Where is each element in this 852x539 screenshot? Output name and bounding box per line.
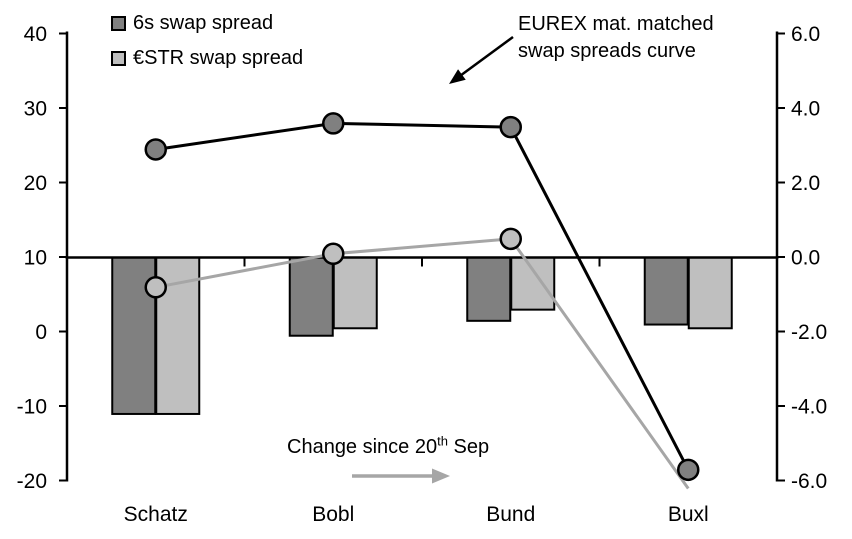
bar-6s-buxl — [643, 256, 689, 326]
legend-swatch-estr — [111, 50, 126, 66]
category-label-bund: Bund — [486, 503, 535, 526]
legend-swatch-6s — [111, 15, 126, 31]
change-annotation: Change since 20th Sep — [287, 433, 490, 459]
change-annotation-sup: th — [437, 433, 448, 449]
legend-item-6s: 6s swap spread — [111, 11, 303, 35]
right-axis-tick-label: 4.0 — [791, 98, 820, 121]
series-marker-estr-bund — [499, 227, 522, 251]
legend-label-6s: 6s swap spread — [133, 11, 274, 34]
right-axis-tick-label: -6.0 — [791, 470, 827, 493]
right-axis-tick-label: 6.0 — [791, 23, 820, 46]
change-annotation-suffix: Sep — [447, 436, 490, 458]
left-axis-tick-label: 10 — [24, 247, 47, 270]
bar-estr-buxl — [687, 256, 733, 330]
series-marker-estr-schatz — [144, 276, 167, 299]
series-marker-6s-bobl — [322, 112, 345, 135]
series-marker-estr-bobl — [322, 242, 345, 266]
bar-estr-bobl — [332, 256, 378, 330]
series-marker-6s-buxl — [677, 458, 700, 482]
category-label-schatz: Schatz — [124, 503, 188, 526]
left-axis-tick-label: -10 — [17, 396, 47, 419]
right-axis-tick-label: -2.0 — [791, 321, 827, 344]
legend-item-estr: €STR swap spread — [111, 46, 303, 70]
left-axis-tick-label: -20 — [17, 470, 47, 493]
bar-6s-bund — [466, 256, 512, 322]
curve-annotation-line2: swap spreads curve — [518, 40, 696, 62]
right-axis-tick-label: -4.0 — [791, 396, 827, 419]
series-line-6s — [155, 121, 690, 471]
series-marker-6s-bund — [499, 115, 522, 139]
series-line-estr — [155, 237, 690, 490]
curve-annotation-line1: EUREX mat. matched — [518, 13, 714, 35]
change-annotation-prefix: Change since 20 — [287, 436, 438, 458]
bar-6s-bobl — [288, 256, 334, 337]
right-axis-tick-label: 0.0 — [791, 247, 820, 270]
legend: 6s swap spread €STR swap spread — [111, 11, 303, 81]
series-marker-6s-schatz — [144, 138, 167, 161]
change-annotation-arrow-head — [432, 468, 450, 484]
left-axis-tick-label: 20 — [24, 172, 47, 195]
curve-annotation: EUREX mat. matched swap spreads curve — [518, 11, 714, 65]
bar-estr-bund — [510, 256, 556, 311]
right-axis-tick-label: 2.0 — [791, 172, 820, 195]
curve-annotation-arrow-shaft — [460, 35, 514, 77]
curve-annotation-arrow-head — [449, 69, 466, 84]
left-axis-tick-label: 40 — [24, 23, 47, 46]
legend-label-estr: €STR swap spread — [133, 46, 304, 69]
category-label-buxl: Buxl — [668, 503, 709, 526]
left-axis-tick-label: 0 — [35, 321, 47, 344]
category-label-bobl: Bobl — [312, 503, 354, 526]
left-axis-tick-label: 30 — [24, 98, 47, 121]
